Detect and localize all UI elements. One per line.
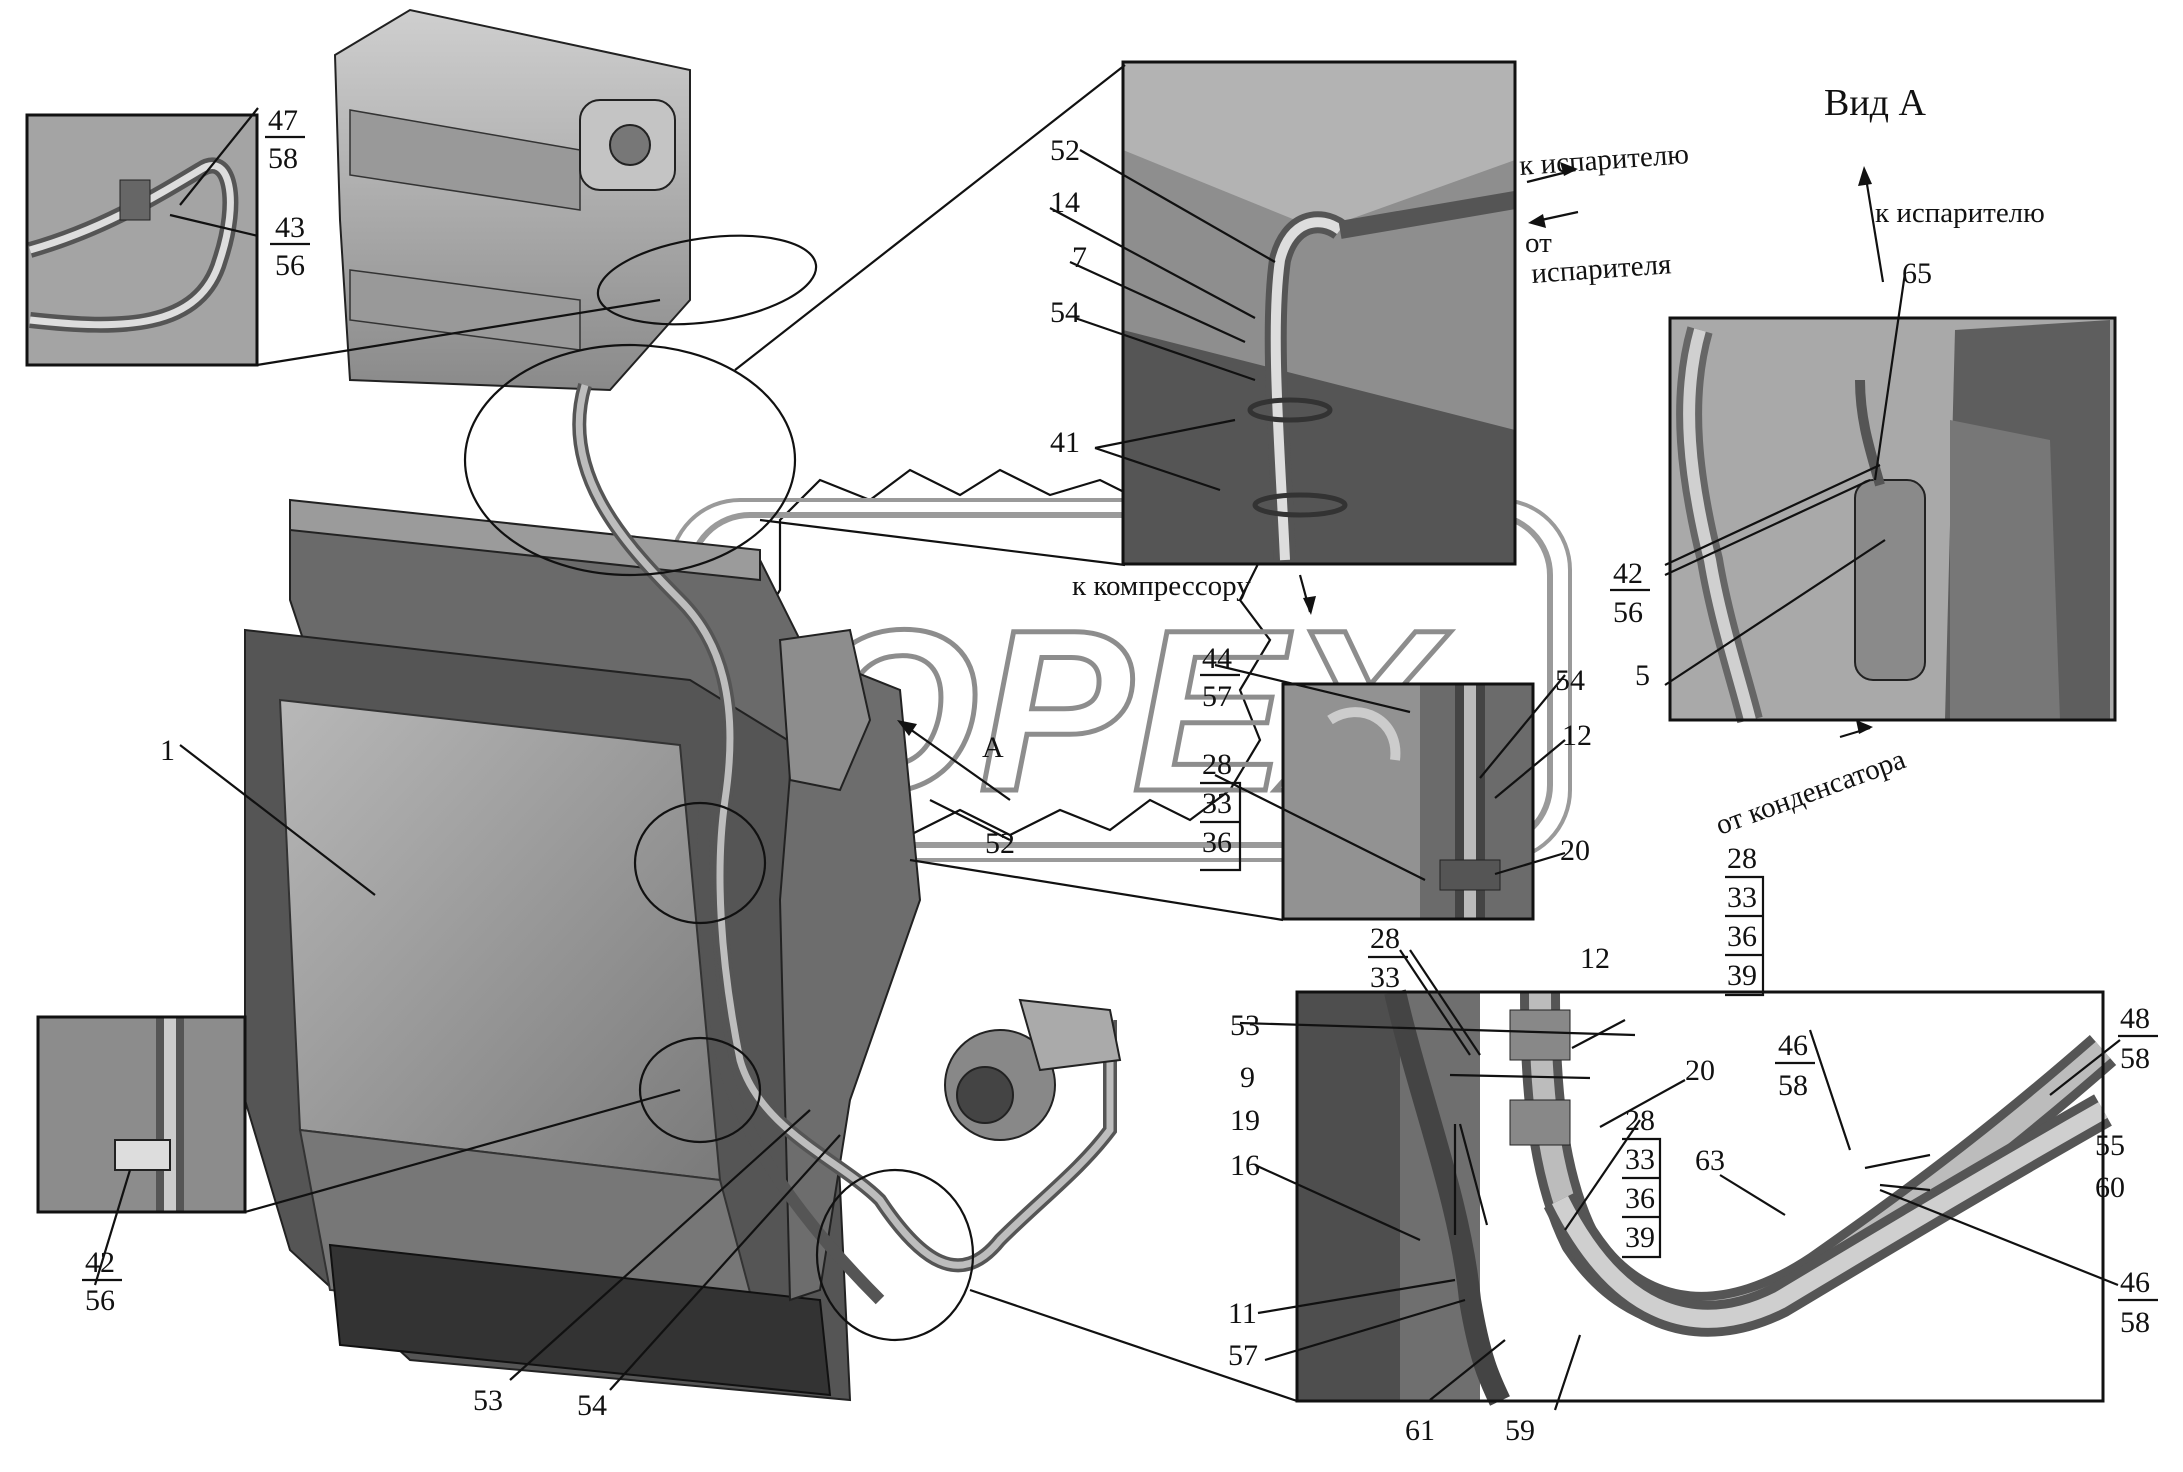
callout-57: 57 — [1228, 1339, 1258, 1372]
callout-14: 14 — [1050, 186, 1080, 219]
evaporator-unit — [333, 8, 691, 392]
radiator-assembly — [244, 498, 922, 1402]
callout-33: 33 — [1727, 881, 1757, 914]
inset-compressor-hoses — [1295, 989, 2117, 1406]
callout-7: 7 — [1072, 241, 1087, 274]
callout-58: 58 — [268, 142, 298, 175]
callout-43: 43 — [275, 211, 305, 244]
callout-61: 61 — [1405, 1414, 1435, 1447]
callout-36: 36 — [1202, 826, 1232, 859]
callout-28: 28 — [1370, 922, 1400, 955]
callout-54: 54 — [1555, 664, 1585, 697]
callout-46: 46 — [1778, 1029, 1808, 1062]
callout-54: 54 — [1050, 296, 1080, 329]
callout-55: 55 — [2095, 1129, 2125, 1162]
callout-33: 33 — [1202, 787, 1232, 820]
callout-28: 28 — [1202, 748, 1232, 781]
callout-52: 52 — [1050, 134, 1080, 167]
callout-28: 28 — [1625, 1104, 1655, 1137]
caption-to-compressor: к компрессору — [1072, 570, 1251, 602]
callout-9: 9 — [1240, 1061, 1255, 1094]
callout-58: 58 — [2120, 1042, 2150, 1075]
callout-63: 63 — [1695, 1144, 1725, 1177]
callout-47: 47 — [268, 104, 298, 137]
inset-lower-fitting — [36, 1015, 247, 1214]
callout-52: 52 — [985, 827, 1015, 860]
caption-from-evaporator-1: от — [1525, 227, 1552, 259]
callout-39: 39 — [1625, 1221, 1655, 1254]
callout-42: 42 — [1613, 557, 1643, 590]
detail-circle-mid — [633, 801, 767, 925]
detail-circle-lower — [638, 1036, 762, 1144]
leader-lines — [93, 149, 2121, 1411]
callout-44: 44 — [1202, 642, 1232, 675]
callout-20: 20 — [1685, 1054, 1715, 1087]
callout-58: 58 — [1778, 1069, 1808, 1102]
callout-33: 33 — [1625, 1143, 1655, 1176]
detail-circle-top — [596, 234, 818, 326]
callout-46: 46 — [2120, 1266, 2150, 1299]
callout-39: 39 — [1727, 959, 1757, 992]
callout-11: 11 — [1228, 1297, 1257, 1330]
callout-60: 60 — [2095, 1171, 2125, 1204]
callout-41: 41 — [1050, 426, 1080, 459]
caption-to-evaporator-top: к испарителю — [1518, 138, 1690, 182]
callout-28: 28 — [1727, 842, 1757, 875]
callout-56: 56 — [1613, 596, 1643, 629]
callout-labels: 47 58 43 56 52 14 7 54 41 65 42 56 5 1 5… — [85, 104, 2150, 1447]
inset-evaporator-fitting — [25, 113, 259, 367]
callout-1: 1 — [160, 734, 175, 767]
compressor — [944, 998, 1122, 1141]
callout-56: 56 — [85, 1284, 115, 1317]
callout-42: 42 — [85, 1246, 115, 1279]
callout-20: 20 — [1560, 834, 1590, 867]
inset-bracket — [1281, 682, 1535, 921]
detail-circle-compressor-hose — [815, 1168, 975, 1342]
callout-54: 54 — [577, 1389, 607, 1422]
callout-56: 56 — [275, 249, 305, 282]
direction-arrows — [897, 162, 1885, 801]
callout-12: 12 — [1562, 719, 1592, 752]
callout-12: 12 — [1580, 942, 1610, 975]
callout-59: 59 — [1505, 1414, 1535, 1447]
view-a-title: Вид А — [1824, 82, 1927, 124]
inset-view-a — [1668, 316, 2117, 724]
callout-16: 16 — [1230, 1149, 1260, 1182]
detail-circle-upper-hose — [463, 343, 797, 577]
callout-33: 33 — [1370, 961, 1400, 994]
caption-from-condenser: от конденсатора — [1711, 743, 1909, 841]
view-mark-a: А — [982, 731, 1004, 764]
callout-57: 57 — [1202, 680, 1232, 713]
callout-19: 19 — [1230, 1104, 1260, 1137]
callout-36: 36 — [1625, 1182, 1655, 1215]
caption-to-evaporator-view: к испарителю — [1875, 197, 2045, 229]
fraction-brackets — [82, 135, 2158, 1302]
callout-58: 58 — [2120, 1306, 2150, 1339]
callout-53: 53 — [473, 1384, 503, 1417]
callout-36: 36 — [1727, 920, 1757, 953]
callout-53: 53 — [1230, 1009, 1260, 1042]
callout-48: 48 — [2120, 1002, 2150, 1035]
callout-5: 5 — [1635, 659, 1650, 692]
callout-65: 65 — [1902, 257, 1932, 290]
